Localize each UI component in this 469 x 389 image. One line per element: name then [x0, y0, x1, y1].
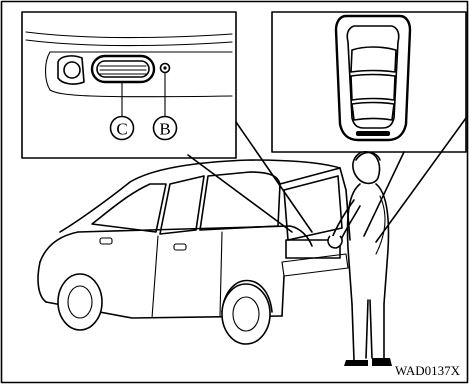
callout-c-label: C	[116, 120, 127, 139]
callout-b-label: B	[159, 120, 170, 139]
callout-b: B	[154, 117, 177, 140]
figure-code: WAD0137X	[395, 363, 461, 378]
callout-c: C	[111, 117, 134, 140]
